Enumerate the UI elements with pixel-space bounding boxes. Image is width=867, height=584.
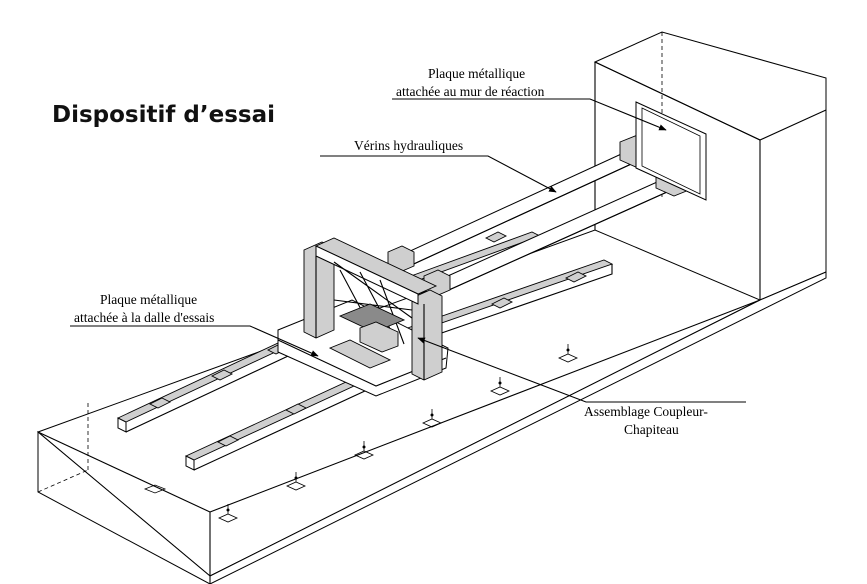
label-coupler-line1: Assemblage Coupleur- — [584, 404, 708, 419]
anchor-points — [218, 344, 578, 523]
callout-jacks: Vérins hydrauliques — [320, 138, 557, 193]
label-jacks: Vérins hydrauliques — [354, 138, 463, 153]
label-coupler-line2: Chapiteau — [624, 422, 679, 437]
callout-coupler: Assemblage Coupleur- Chapiteau — [417, 337, 746, 437]
callout-wall-plate: Plaque métallique attachée au mur de réa… — [392, 66, 667, 131]
label-wall-plate-line2: attachée au mur de réaction — [396, 84, 545, 99]
test-slab — [37, 229, 827, 584]
diagram-title: Dispositif d’essai — [52, 102, 275, 128]
wall-plate — [635, 101, 707, 201]
label-slab-plate-line2: attachée à la dalle d'essais — [74, 310, 214, 325]
label-slab-plate-line1: Plaque métallique — [100, 292, 197, 307]
label-wall-plate-line1: Plaque métallique — [428, 66, 525, 81]
loading-frame — [277, 237, 449, 397]
callout-slab-plate: Plaque métallique attachée à la dalle d'… — [70, 292, 319, 357]
